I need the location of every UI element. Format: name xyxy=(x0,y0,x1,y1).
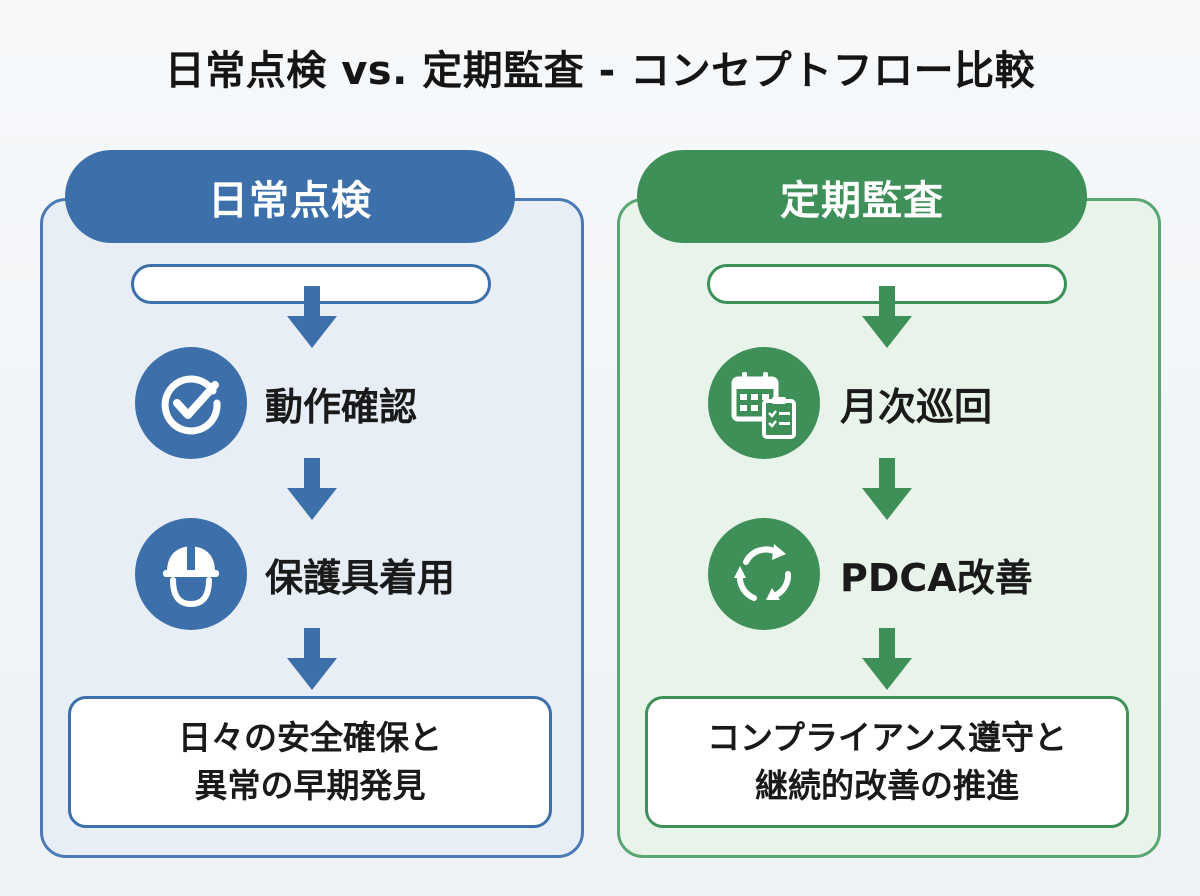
step-circle-ppe xyxy=(135,518,247,630)
step-label-monthly-patrol: 月次巡回 xyxy=(840,384,993,429)
step-circle-monthly-patrol xyxy=(708,347,820,459)
step-circle-pdca xyxy=(708,518,820,630)
flow-arrow-icon xyxy=(287,628,337,690)
step-label-ppe: 保護具着用 xyxy=(265,555,456,600)
page-title: 日常点検 vs. 定期監査 - コンセプトフロー比較 xyxy=(164,48,1036,94)
flow-arrow-icon xyxy=(862,628,912,690)
daily-inspection-header: 日常点検 xyxy=(65,150,515,243)
calendar-checklist-icon xyxy=(731,372,796,439)
step-label-pdca: PDCA改善 xyxy=(840,555,1033,600)
result-line: 日々の安全確保と xyxy=(178,718,442,758)
cycle-arrows-icon xyxy=(734,544,792,601)
flow-arrow-icon xyxy=(287,458,337,520)
hard-hat-worker-icon xyxy=(163,546,219,608)
check-circle-icon xyxy=(161,375,221,435)
periodic-audit-result: コンプライアンス遵守と 継続的改善の推進 xyxy=(645,696,1129,828)
result-line: コンプライアンス遵守と xyxy=(706,718,1068,758)
periodic-audit-header: 定期監査 xyxy=(637,150,1087,243)
flow-arrow-icon xyxy=(287,286,337,348)
result-line: 異常の早期発見 xyxy=(194,766,426,805)
flow-arrow-icon xyxy=(862,458,912,520)
daily-inspection-result: 日々の安全確保と 異常の早期発見 xyxy=(68,696,552,828)
step-label-operation-check: 動作確認 xyxy=(265,384,418,429)
flow-arrow-icon xyxy=(862,286,912,348)
result-line: 継続的改善の推進 xyxy=(755,766,1019,805)
step-circle-operation-check xyxy=(135,347,247,459)
